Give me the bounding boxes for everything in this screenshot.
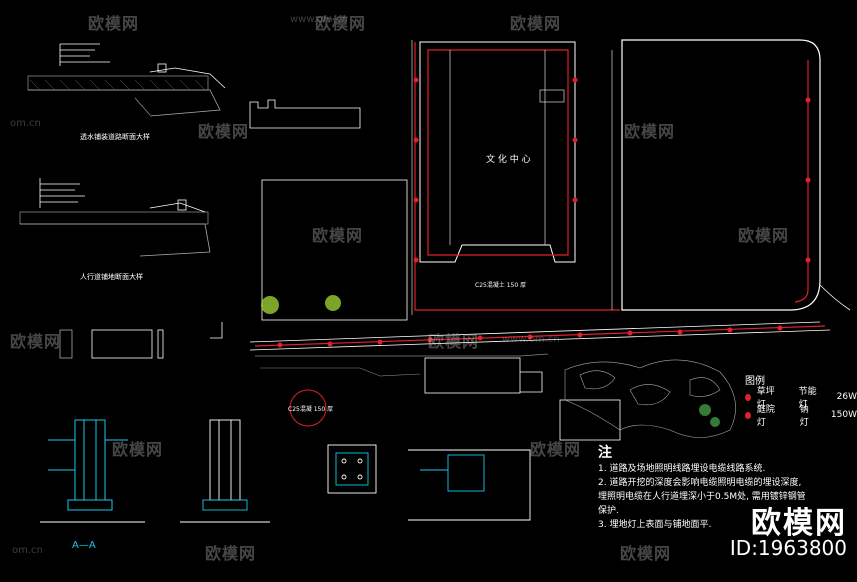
- lighting-cable-route: [249, 321, 831, 377]
- detail-1-title: 透水铺装道路断面大样: [80, 133, 150, 141]
- base-plan-detail: [327, 444, 377, 494]
- watermark-brand: 欧模网: [510, 14, 562, 33]
- road-section-detail-2: [19, 178, 211, 257]
- road-section-hatch-1: [29, 79, 206, 91]
- watermark-brand: 欧模网: [428, 332, 480, 351]
- watermark-brand: 欧模网: [620, 544, 672, 563]
- legend-item-spec-label: 钠灯: [799, 405, 809, 428]
- culture-center-label: 文 化 中 心: [486, 155, 531, 165]
- legend: 图例 草坪灯 节能灯 26W 庭院灯 钠灯 150W: [745, 370, 857, 428]
- watermark-brand: 欧模网: [10, 332, 62, 351]
- brand-logo-text: 欧模网: [751, 506, 847, 541]
- pipe-detail: [408, 449, 531, 521]
- curb-details: [59, 329, 164, 359]
- watermark-brand: 欧模网: [205, 544, 257, 563]
- watermark-url: om.cn: [12, 545, 43, 556]
- note-item: 2. 道路开挖的深度会影响电缆照明电缆的埋设深度, 埋照明电缆在人行道埋深小于0…: [598, 478, 806, 516]
- watermark-brand: 欧模网: [624, 122, 676, 141]
- note-item: 3. 埋地灯上表面与铺地面平.: [598, 520, 712, 530]
- detail-2-title: 人行道铺地断面大样: [80, 273, 143, 281]
- legend-item: 草坪灯 节能灯 26W: [745, 387, 857, 410]
- legend-item-name: 庭院灯: [756, 405, 775, 428]
- legend-item: 庭院灯 钠灯 150W: [745, 405, 857, 428]
- watermark-url: www.om.cn: [290, 14, 348, 25]
- landscape-trees: [699, 404, 720, 427]
- tree-symbols: [261, 295, 341, 314]
- legend-item-spec-value: 26W: [836, 392, 857, 402]
- brand-id: ID:1963800: [729, 536, 847, 560]
- legend-item-spec-label: 节能灯: [798, 387, 817, 410]
- site-boundary: [611, 39, 851, 311]
- lawn-lamp-icon: [745, 393, 751, 401]
- building-outlines: [210, 99, 621, 441]
- watermark-url: om.cn: [10, 118, 41, 129]
- foundation-detail-a: [40, 419, 145, 523]
- section-aa-label: A—A: [72, 540, 96, 551]
- legend-item-name: 草坪灯: [756, 387, 775, 410]
- garden-lamp-icon: [745, 411, 751, 419]
- drawing-notes: 注 1. 道路及场地照明线路埋设电缆线路系统. 2. 道路开挖的深度会影响电缆照…: [598, 446, 808, 532]
- culture-center-plan: [411, 40, 620, 315]
- watermark-brand: 欧模网: [198, 122, 250, 141]
- watermark-brand: 欧模网: [112, 440, 164, 459]
- watermark-brand: 欧模网: [738, 226, 790, 245]
- callout-circle: [289, 389, 327, 427]
- watermark-brand: 欧模网: [312, 226, 364, 245]
- legend-item-spec-value: 150W: [830, 410, 857, 420]
- road-section-detail-1: [27, 43, 226, 117]
- callout-label: C25混凝 150 厚: [288, 406, 334, 413]
- landscape-area: [564, 359, 736, 438]
- watermark-brand: 欧模网: [88, 14, 140, 33]
- watermark-url: www.om.cn: [502, 334, 560, 345]
- note-item: 1. 道路及场地照明线路埋设电缆线路系统.: [598, 464, 766, 474]
- lamp-markers: [277, 77, 811, 348]
- notes-heading: 注: [598, 445, 612, 461]
- legend-title: 图例: [745, 375, 765, 387]
- cable-spec-label: C25混凝土 150 厚: [475, 282, 527, 289]
- foundation-detail-b: [180, 419, 270, 523]
- watermark-brand: 欧模网: [530, 440, 582, 459]
- watermark-brand: 欧模网: [315, 14, 367, 33]
